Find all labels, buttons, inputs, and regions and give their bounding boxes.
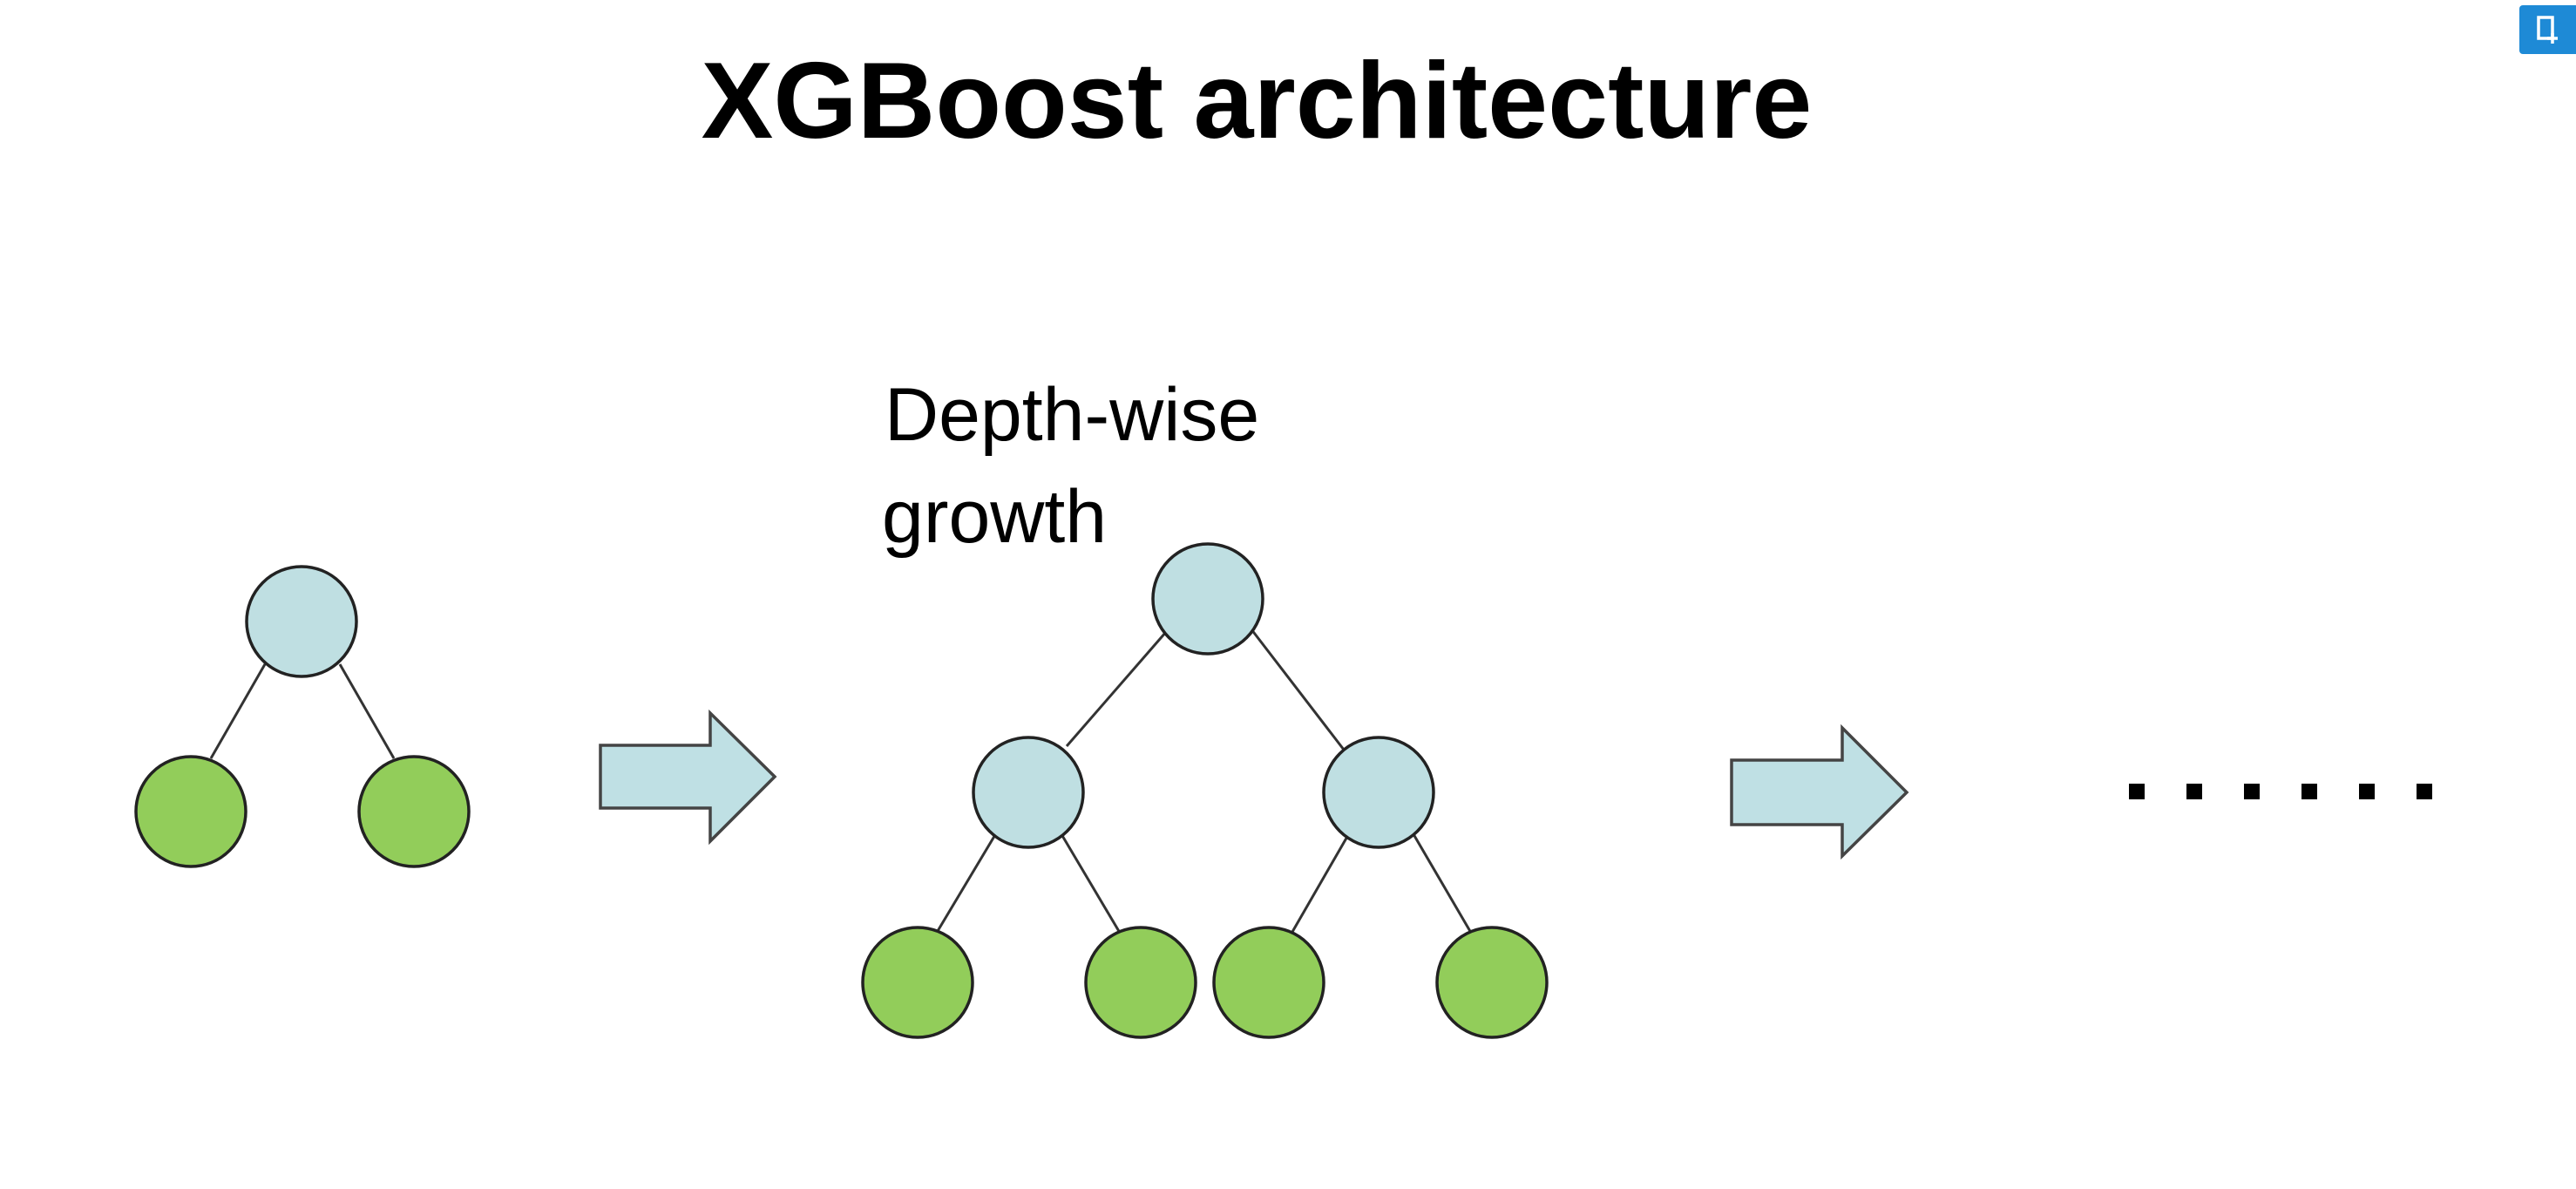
continuation-dot <box>2129 784 2145 799</box>
tree-edge <box>1060 833 1122 934</box>
tree-small <box>134 565 471 868</box>
growth-label-line-1: Depth-wise <box>885 373 1259 457</box>
leaf-node <box>1435 926 1549 1039</box>
tree-edge <box>209 663 267 759</box>
internal-node <box>1322 736 1435 849</box>
root-node <box>245 565 358 678</box>
tree-edge <box>1065 631 1168 747</box>
continuation-dot <box>2417 784 2432 799</box>
continuation-dot <box>2244 784 2260 799</box>
tree-edge <box>936 832 998 932</box>
right-arrow-icon <box>1730 724 1909 860</box>
add-page-icon <box>2537 16 2558 44</box>
corner-add-button[interactable] <box>2519 5 2576 54</box>
continuation-dot <box>2359 784 2375 799</box>
tree-edge <box>1291 834 1350 933</box>
diagram-title: XGBoost architecture <box>702 41 1813 161</box>
leaf-node <box>1084 926 1197 1039</box>
continuation-dot <box>2186 784 2202 799</box>
internal-node <box>972 736 1085 849</box>
growth-label-line-2: growth <box>882 475 1107 559</box>
tree-edge <box>338 663 396 759</box>
right-arrow-icon <box>599 709 777 846</box>
continuation-dot <box>2301 784 2317 799</box>
tree-depthwise <box>861 542 1549 1039</box>
leaf-node <box>861 926 974 1039</box>
leaf-node <box>1212 926 1325 1039</box>
root-node <box>1151 542 1264 656</box>
leaf-node <box>134 755 247 868</box>
tree-edge <box>1250 628 1346 751</box>
tree-edge <box>1412 833 1473 934</box>
continuation-dots <box>2129 784 2432 799</box>
leaf-node <box>357 755 471 868</box>
